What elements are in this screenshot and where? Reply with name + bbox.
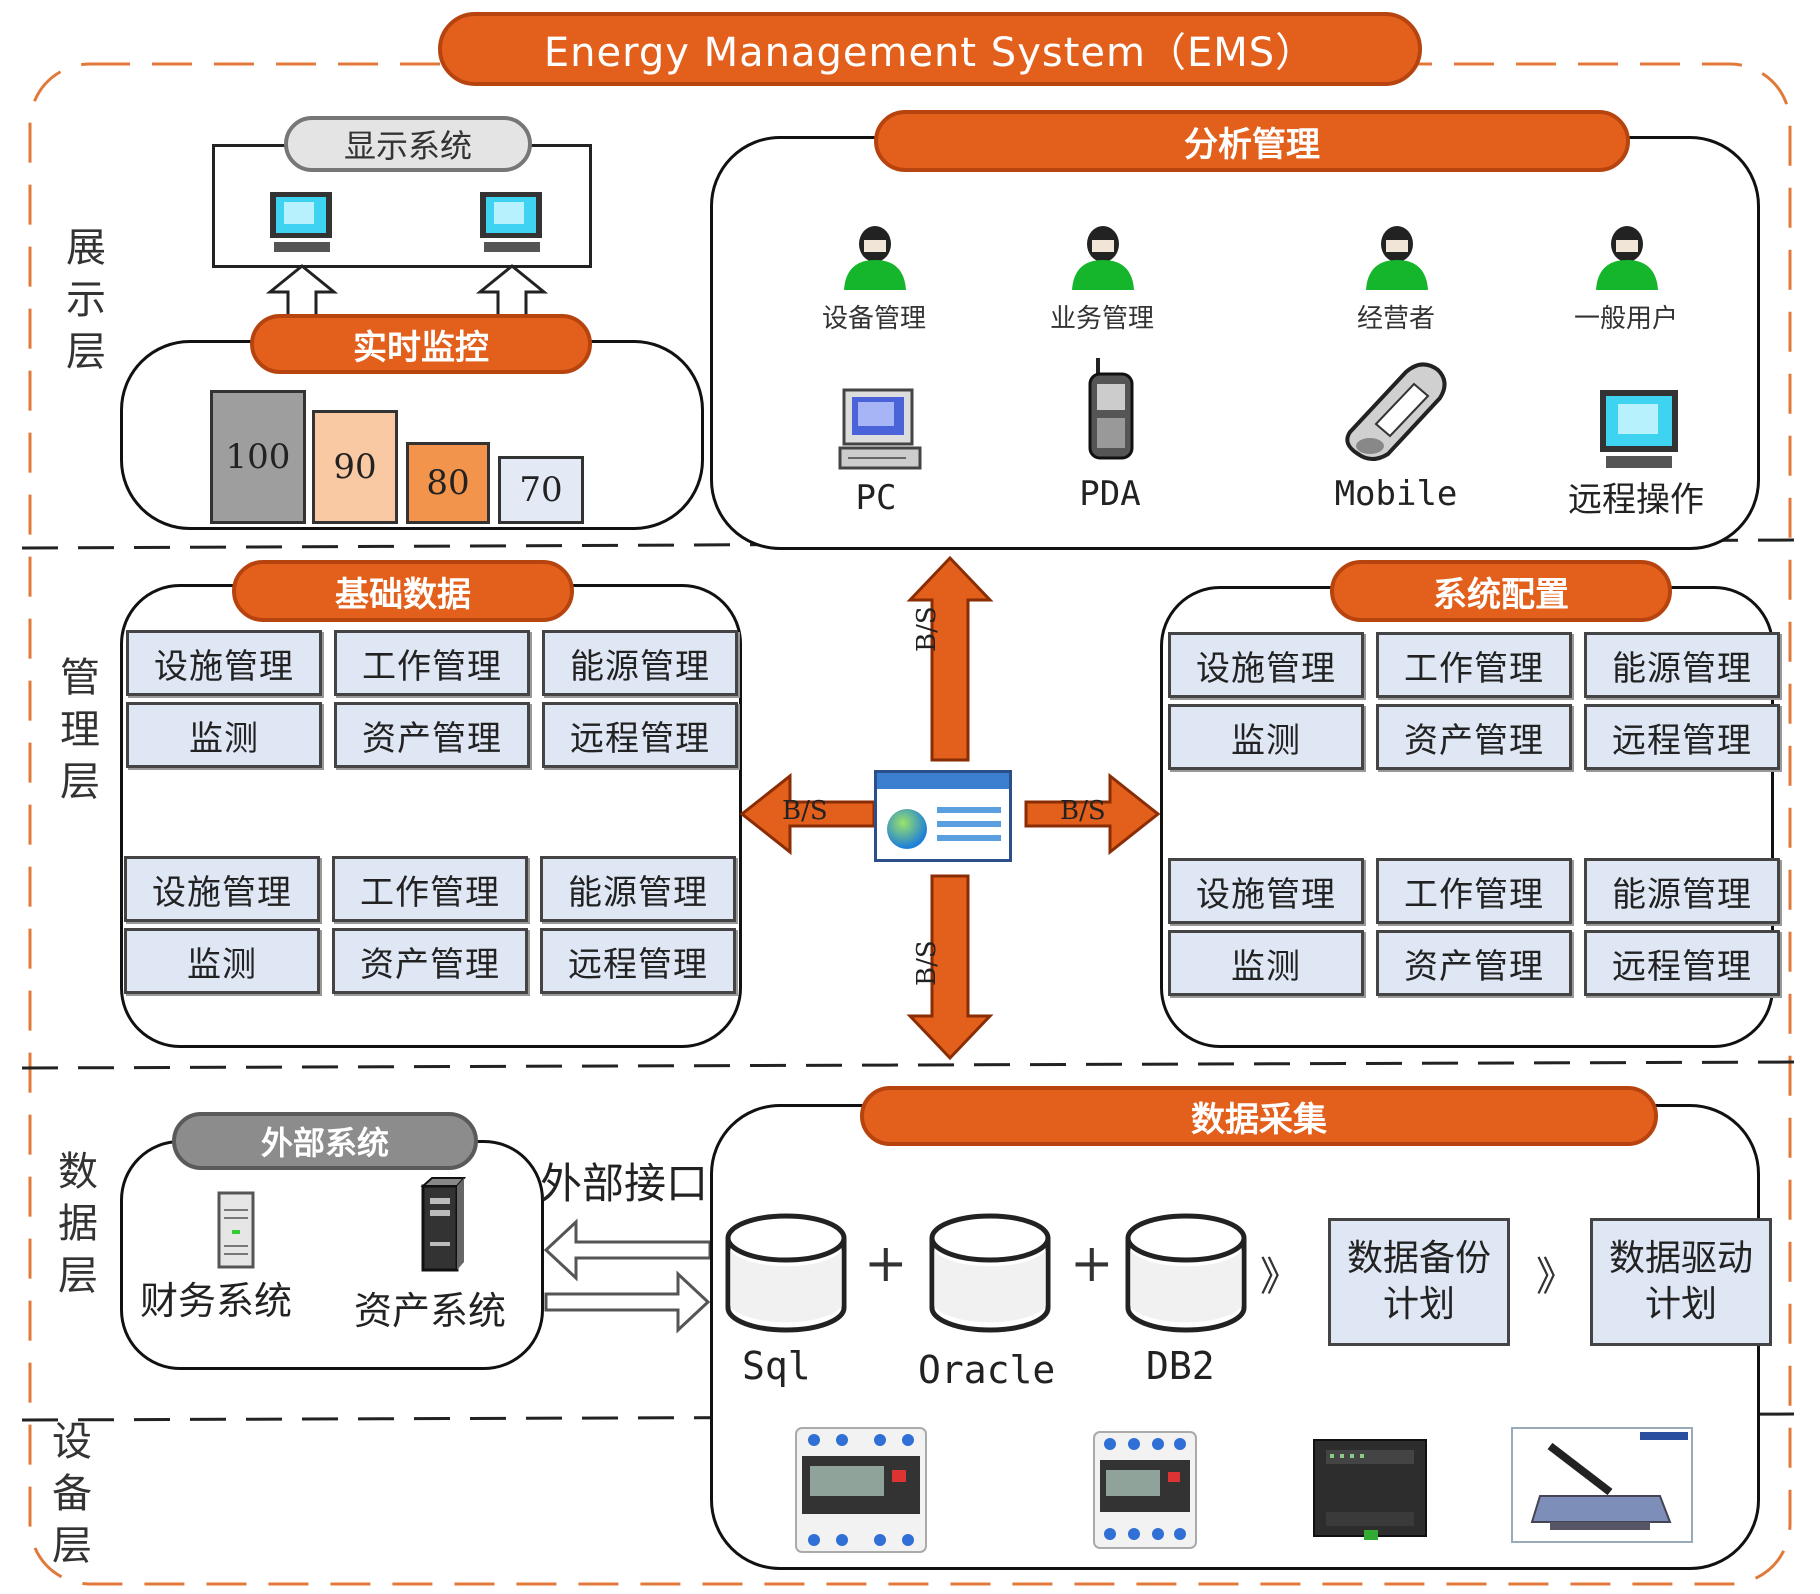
up-arrow-icon bbox=[266, 264, 338, 320]
user-icon bbox=[1366, 226, 1428, 290]
bs-label-left: B/S bbox=[782, 796, 828, 826]
config-cell: 设施管理 bbox=[1168, 858, 1364, 924]
bs-label-up: B/S bbox=[912, 606, 942, 652]
basic-cell: 远程管理 bbox=[542, 702, 738, 768]
driver-plan-box: 数据驱动计划 bbox=[1590, 1218, 1772, 1346]
layer-label-data: 数据层 bbox=[58, 1149, 98, 1299]
analysis-panel bbox=[710, 136, 1760, 550]
config-cell: 工作管理 bbox=[1376, 632, 1572, 698]
config-cell: 监测 bbox=[1168, 930, 1364, 996]
basic-cell: 资产管理 bbox=[332, 928, 528, 994]
bs-arrows bbox=[740, 555, 1160, 1061]
plus-sign: + bbox=[1070, 1234, 1114, 1294]
layer-label-device: 设备层 bbox=[52, 1419, 92, 1569]
bar-90: 90 bbox=[312, 410, 398, 524]
device-label-mobile: Mobile bbox=[1334, 474, 1458, 514]
database-icon bbox=[1125, 1213, 1247, 1333]
basic-cell: 监测 bbox=[126, 702, 322, 768]
asset-system-label: 资产系统 bbox=[354, 1289, 507, 1333]
role-business-management: 业务管理 bbox=[1049, 304, 1154, 334]
system-config-header: 系统配置 bbox=[1330, 560, 1672, 622]
basic-cell: 设施管理 bbox=[126, 630, 322, 696]
database-label-sql: Sql bbox=[742, 1344, 811, 1388]
config-cell: 能源管理 bbox=[1584, 632, 1780, 698]
user-icon bbox=[1072, 226, 1134, 290]
bar-80: 80 bbox=[406, 442, 490, 524]
basic-cell: 监测 bbox=[124, 928, 320, 994]
mobile-phone-icon bbox=[1345, 362, 1447, 461]
config-cell: 资产管理 bbox=[1376, 930, 1572, 996]
wireless-module-icon bbox=[1511, 1427, 1693, 1543]
page-title: Energy Management System（EMS） bbox=[438, 12, 1422, 86]
monitor-icon bbox=[270, 192, 332, 252]
bar-100: 100 bbox=[210, 390, 306, 524]
external-system-panel bbox=[120, 1140, 544, 1370]
basic-cell: 资产管理 bbox=[334, 702, 530, 768]
display-system-header: 显示系统 bbox=[284, 116, 532, 172]
server-icon bbox=[420, 1177, 466, 1272]
layer-label-management: 管理层 bbox=[60, 655, 100, 805]
basic-cell: 工作管理 bbox=[332, 856, 528, 922]
bs-label-right: B/S bbox=[1060, 796, 1106, 826]
finance-system-label: 财务系统 bbox=[140, 1279, 293, 1323]
bar-70: 70 bbox=[498, 456, 584, 524]
plus-sign: + bbox=[864, 1234, 908, 1294]
external-system-header: 外部系统 bbox=[172, 1112, 478, 1170]
layer-label-display: 展示层 bbox=[66, 225, 106, 375]
config-cell: 设施管理 bbox=[1168, 632, 1364, 698]
interface-arrows bbox=[543, 1218, 712, 1334]
basic-data-header: 基础数据 bbox=[232, 560, 574, 622]
config-cell: 监测 bbox=[1168, 704, 1364, 770]
basic-cell: 工作管理 bbox=[334, 630, 530, 696]
device-label-pc: PC bbox=[855, 478, 897, 518]
database-icon bbox=[725, 1213, 847, 1333]
basic-cell: 能源管理 bbox=[540, 856, 736, 922]
bs-label-down: B/S bbox=[912, 940, 942, 986]
pc-icon bbox=[838, 388, 922, 470]
device-label-pda: PDA bbox=[1079, 474, 1141, 514]
pda-icon bbox=[1088, 358, 1134, 460]
basic-cell: 远程管理 bbox=[540, 928, 736, 994]
role-device-management: 设备管理 bbox=[821, 304, 926, 334]
remote-monitor-icon bbox=[1600, 390, 1678, 468]
role-operator: 经营者 bbox=[1356, 304, 1435, 334]
basic-cell: 能源管理 bbox=[542, 630, 738, 696]
browser-window-icon bbox=[874, 770, 1012, 862]
database-label-oracle: Oracle bbox=[918, 1348, 1056, 1392]
flow-chevron: 》 bbox=[1260, 1254, 1300, 1300]
config-cell: 能源管理 bbox=[1584, 858, 1780, 924]
energy-meter-icon bbox=[1093, 1431, 1197, 1549]
flow-chevron: 》 bbox=[1536, 1254, 1576, 1300]
data-collection-header: 数据采集 bbox=[860, 1086, 1658, 1146]
user-icon bbox=[1596, 226, 1658, 290]
monitor-icon bbox=[480, 192, 542, 252]
config-cell: 远程管理 bbox=[1584, 704, 1780, 770]
realtime-monitor-header: 实时监控 bbox=[250, 314, 592, 374]
device-label-remote: 远程操作 bbox=[1568, 480, 1704, 520]
user-icon bbox=[844, 226, 906, 290]
external-interface-label: 外部接口 bbox=[540, 1159, 709, 1208]
up-arrow-icon bbox=[476, 264, 548, 320]
config-cell: 远程管理 bbox=[1584, 930, 1780, 996]
backup-plan-box: 数据备份计划 bbox=[1328, 1218, 1510, 1346]
config-cell: 资产管理 bbox=[1376, 704, 1572, 770]
server-icon bbox=[217, 1191, 255, 1269]
data-gateway-icon bbox=[1313, 1439, 1427, 1540]
basic-cell: 设施管理 bbox=[124, 856, 320, 922]
database-label-db2: DB2 bbox=[1146, 1344, 1215, 1388]
config-cell: 工作管理 bbox=[1376, 858, 1572, 924]
role-general-user: 一般用户 bbox=[1573, 304, 1678, 334]
energy-meter-icon bbox=[795, 1427, 927, 1553]
database-icon bbox=[929, 1213, 1051, 1333]
analysis-header: 分析管理 bbox=[874, 110, 1630, 172]
